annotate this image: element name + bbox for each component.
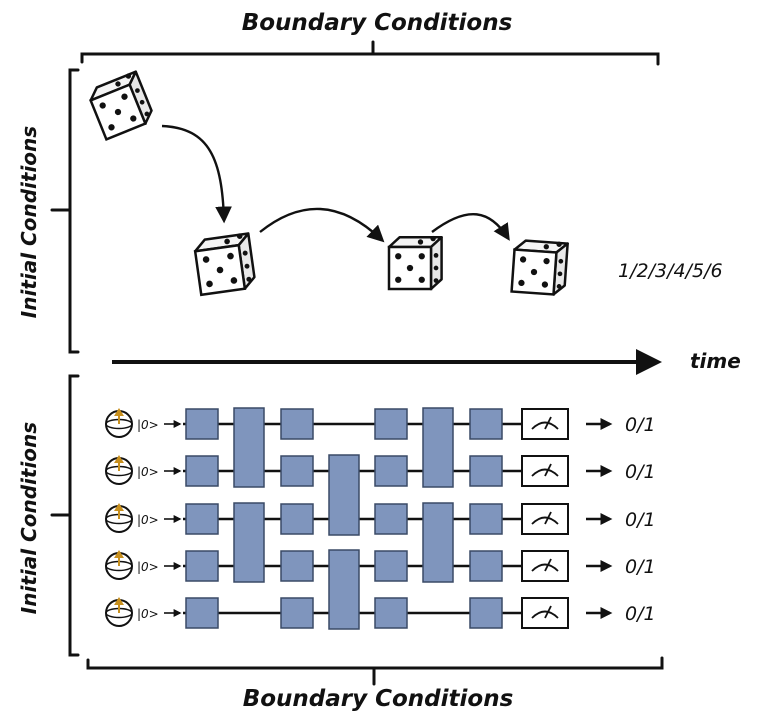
single-qubit-gate (185, 455, 219, 487)
top-initial-label: Initial Conditions (17, 126, 41, 318)
bloch-sphere-icon (105, 408, 133, 438)
qubit-output-label: 0/1 (625, 603, 656, 625)
two-qubit-gate (233, 407, 265, 488)
dice-transition-arrows (161, 124, 510, 243)
qubit-output-label: 0/1 (625, 556, 656, 578)
single-qubit-gate (374, 550, 408, 582)
die-1 (89, 70, 153, 141)
qubit-row: |0> 0/1 (105, 597, 656, 629)
top-boundary-label: Boundary Conditions (242, 10, 513, 36)
bloch-sphere-icon (105, 503, 133, 533)
single-qubit-gate (185, 503, 219, 535)
measurement-icon (521, 408, 569, 440)
qubit-state-label: |0> (137, 465, 159, 479)
dice-sequence (89, 70, 569, 297)
die-2 (193, 232, 256, 297)
qubit-state-label: |0> (137, 560, 159, 574)
single-qubit-gate (280, 455, 314, 487)
single-qubit-gate (469, 455, 503, 487)
single-qubit-gate (469, 550, 503, 582)
die-4 (510, 239, 569, 296)
die-3 (387, 235, 443, 291)
single-qubit-gate (280, 550, 314, 582)
qubit-state-label: |0> (137, 607, 159, 621)
single-qubit-gate (185, 597, 219, 629)
single-qubit-gate (469, 503, 503, 535)
qubit-output-label: 0/1 (625, 509, 656, 531)
top-boundary-bracket (80, 40, 660, 66)
measurement-icon (521, 455, 569, 487)
qubit-row: |0> 0/1 (105, 550, 656, 582)
two-qubit-gate (233, 502, 265, 583)
bloch-sphere-icon (105, 597, 133, 627)
single-qubit-gate (280, 408, 314, 440)
qubit-state-label: |0> (137, 418, 159, 432)
two-qubit-gate (422, 407, 454, 488)
single-qubit-gate (185, 408, 219, 440)
bottom-initial-label: Initial Conditions (17, 422, 41, 614)
qubit-output-label: 0/1 (625, 414, 656, 436)
single-qubit-gate (280, 503, 314, 535)
single-qubit-gate (185, 550, 219, 582)
dice-outcomes-label: 1/2/3/4/5/6 (618, 260, 723, 282)
single-qubit-gate (280, 597, 314, 629)
qubit-row: |0> 0/1 (105, 408, 656, 440)
bottom-boundary-bracket (86, 656, 664, 686)
bottom-boundary-label: Boundary Conditions (243, 686, 514, 712)
time-axis (112, 349, 662, 375)
bottom-initial-bracket (50, 374, 80, 657)
single-qubit-gate (374, 597, 408, 629)
qubit-output-label: 0/1 (625, 461, 656, 483)
time-label: time (690, 349, 741, 373)
quantum-circuit: |0> 0/1 |0> 0/1 |0> 0/1 |0> 0/1 |0> 0/1 (105, 407, 656, 630)
two-qubit-gate (328, 454, 360, 536)
measurement-icon (521, 550, 569, 582)
two-qubit-gate (328, 549, 360, 630)
single-qubit-gate (374, 503, 408, 535)
qubit-state-label: |0> (137, 513, 159, 527)
single-qubit-gate (469, 597, 503, 629)
top-initial-bracket (50, 68, 80, 354)
single-qubit-gate (374, 455, 408, 487)
measurement-icon (521, 503, 569, 535)
bloch-sphere-icon (105, 550, 133, 580)
bloch-sphere-icon (105, 455, 133, 485)
measurement-icon (521, 597, 569, 629)
single-qubit-gate (469, 408, 503, 440)
two-qubit-gate (422, 502, 454, 583)
single-qubit-gate (374, 408, 408, 440)
